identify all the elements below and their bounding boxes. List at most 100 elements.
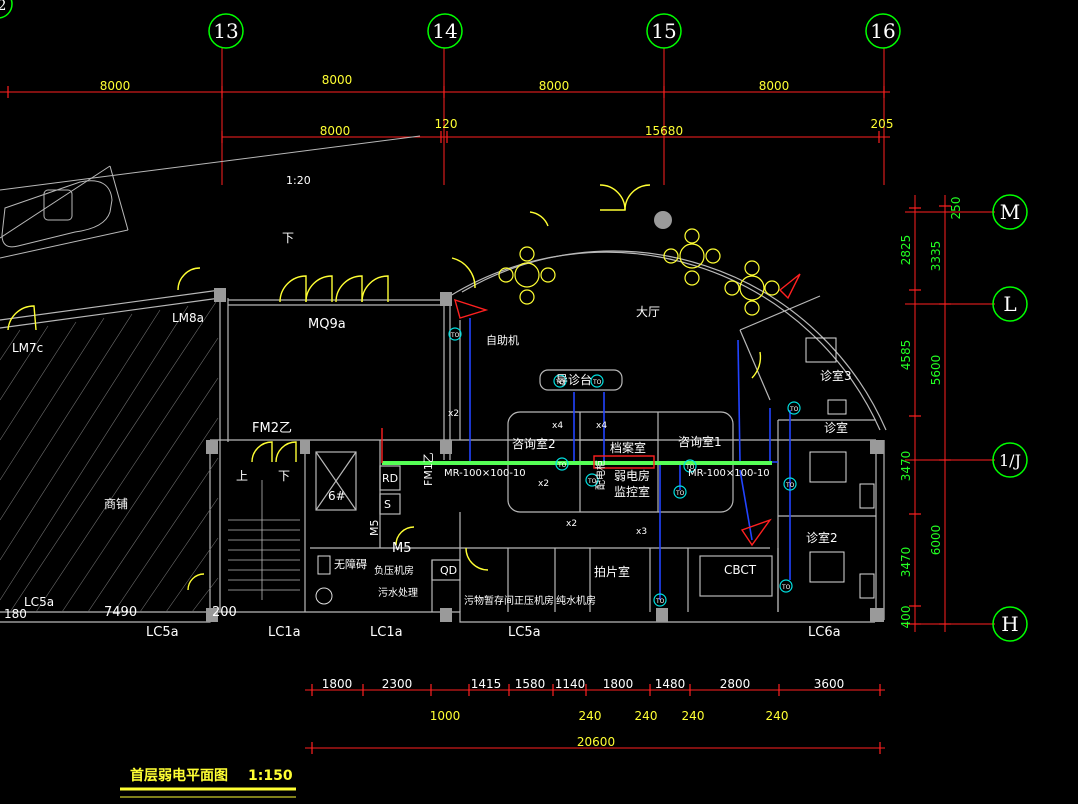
svg-text:3600: 3600: [814, 677, 845, 691]
svg-text:TO: TO: [685, 464, 695, 471]
svg-text:MQ9a: MQ9a: [308, 317, 346, 332]
svg-text:TO: TO: [675, 490, 685, 497]
svg-text:监控室: 监控室: [614, 484, 650, 499]
svg-text:8000: 8000: [100, 79, 131, 93]
svg-text:负压机房: 负压机房: [374, 564, 414, 577]
svg-text:LC6a: LC6a: [808, 625, 841, 640]
svg-text:FM2乙: FM2乙: [252, 421, 292, 436]
svg-text:TO: TO: [781, 584, 791, 591]
svg-text:6#: 6#: [328, 489, 346, 503]
svg-text:LC1a: LC1a: [268, 625, 301, 640]
svg-text:1140: 1140: [555, 677, 586, 691]
svg-text:导诊台: 导诊台: [556, 372, 592, 387]
svg-text:8000: 8000: [320, 124, 351, 138]
svg-text:240: 240: [766, 709, 789, 723]
svg-text:x2: x2: [448, 409, 459, 419]
axis-label-16: 16: [870, 19, 895, 43]
columns: [206, 211, 884, 622]
svg-text:1415: 1415: [471, 677, 502, 691]
svg-text:205: 205: [871, 117, 894, 131]
svg-text:诊室: 诊室: [824, 420, 848, 435]
svg-text:诊室2: 诊室2: [806, 530, 838, 545]
svg-text:LM7c: LM7c: [12, 341, 43, 355]
shop-hatch: [0, 301, 219, 613]
svg-text:8000: 8000: [539, 79, 570, 93]
svg-text:咨询室1: 咨询室1: [678, 434, 722, 449]
svg-text:180: 180: [4, 607, 27, 621]
right-dimensions: 2825 4585 3470 3470 400 250 3335 5600 60…: [899, 197, 963, 629]
svg-text:120: 120: [435, 117, 458, 131]
svg-text:QD: QD: [440, 564, 457, 577]
svg-text:LC5a: LC5a: [508, 625, 541, 640]
drawing-scale: 1:150: [248, 768, 293, 784]
top-dimensions: 8000 8000 8000 8000 8000 120 15680 205: [100, 73, 894, 138]
svg-text:3470: 3470: [899, 547, 913, 578]
window-tags: LC5a LC5a LC1a LC1a LC5a LC6a 180 7490 2…: [4, 595, 841, 640]
svg-text:20600: 20600: [577, 735, 615, 749]
svg-text:2300: 2300: [382, 677, 413, 691]
svg-text:污物暂存间: 污物暂存间: [464, 594, 514, 607]
svg-text:6000: 6000: [929, 525, 943, 556]
svg-text:LM8a: LM8a: [172, 311, 204, 325]
svg-text:400: 400: [899, 606, 913, 629]
axis-label-15: 15: [651, 19, 676, 43]
axis-label-1j: 1/J: [999, 451, 1021, 470]
svg-text:8000: 8000: [759, 79, 790, 93]
svg-text:1000: 1000: [430, 709, 461, 723]
svg-text:LC5a: LC5a: [146, 625, 179, 640]
svg-text:x3: x3: [636, 527, 647, 537]
svg-text:无障碍: 无障碍: [334, 557, 367, 571]
svg-text:1580: 1580: [515, 677, 546, 691]
svg-text:240: 240: [579, 709, 602, 723]
grid-axes: [0, 48, 995, 749]
svg-text:1800: 1800: [603, 677, 634, 691]
svg-text:纯水机房: 纯水机房: [556, 594, 596, 607]
stair-lines: [228, 480, 300, 600]
bottom-dimensions: 1800 2300 1415 1580 1140 1800 1480 2800 …: [322, 677, 845, 749]
svg-text:15680: 15680: [645, 124, 683, 138]
svg-text:诊室3: 诊室3: [820, 368, 852, 383]
svg-text:1:20: 1:20: [286, 174, 311, 187]
svg-text:TO: TO: [450, 332, 460, 339]
doors: [7, 184, 762, 591]
svg-text:TO: TO: [557, 462, 567, 469]
svg-text:TO: TO: [655, 598, 665, 605]
svg-text:拍片室: 拍片室: [594, 564, 630, 579]
svg-text:3335: 3335: [929, 241, 943, 272]
svg-text:x4: x4: [552, 421, 563, 431]
svg-text:污水处理: 污水处理: [378, 587, 418, 599]
svg-text:TO: TO: [785, 482, 795, 489]
svg-text:x2: x2: [566, 519, 577, 529]
svg-text:档案室: 档案室: [610, 440, 646, 455]
dental-chairs: [315, 337, 875, 605]
svg-text:上: 上: [236, 469, 248, 483]
cable-count-labels: x2 x4 x2 x4 x2 x3: [448, 409, 647, 537]
parking-area: [0, 135, 421, 259]
svg-text:TO: TO: [555, 379, 565, 386]
svg-text:1480: 1480: [655, 677, 686, 691]
svg-text:1800: 1800: [322, 677, 353, 691]
svg-text:MR-100×100-10: MR-100×100-10: [688, 468, 770, 479]
svg-text:x4: x4: [596, 421, 607, 431]
svg-text:8000: 8000: [322, 73, 353, 87]
axis-label-m: M: [1000, 200, 1020, 224]
svg-text:S: S: [384, 498, 391, 511]
axis-label-corner: 2: [0, 0, 6, 14]
svg-text:商铺: 商铺: [104, 496, 128, 511]
tray-labels: MR-100×100-10 MR-100×100-10: [444, 468, 770, 479]
svg-text:TO: TO: [592, 379, 602, 386]
svg-text:自助机: 自助机: [486, 333, 519, 347]
svg-text:7490: 7490: [104, 605, 137, 620]
svg-text:200: 200: [212, 605, 237, 620]
svg-text:弱电房: 弱电房: [614, 468, 650, 483]
axis-label-l: L: [1003, 292, 1016, 316]
room-labels: 大厅 自助机 导诊台 档案室 咨询室2 咨询室1 弱电房 监控室 诊室3 诊室 …: [104, 174, 852, 607]
svg-text:配电柜: 配电柜: [594, 460, 607, 490]
svg-text:下: 下: [282, 231, 294, 245]
cable-runs: [469, 318, 791, 600]
svg-text:M5: M5: [368, 520, 381, 537]
svg-text:LC1a: LC1a: [370, 625, 403, 640]
svg-text:下: 下: [278, 469, 290, 483]
svg-text:大厅: 大厅: [636, 305, 660, 319]
